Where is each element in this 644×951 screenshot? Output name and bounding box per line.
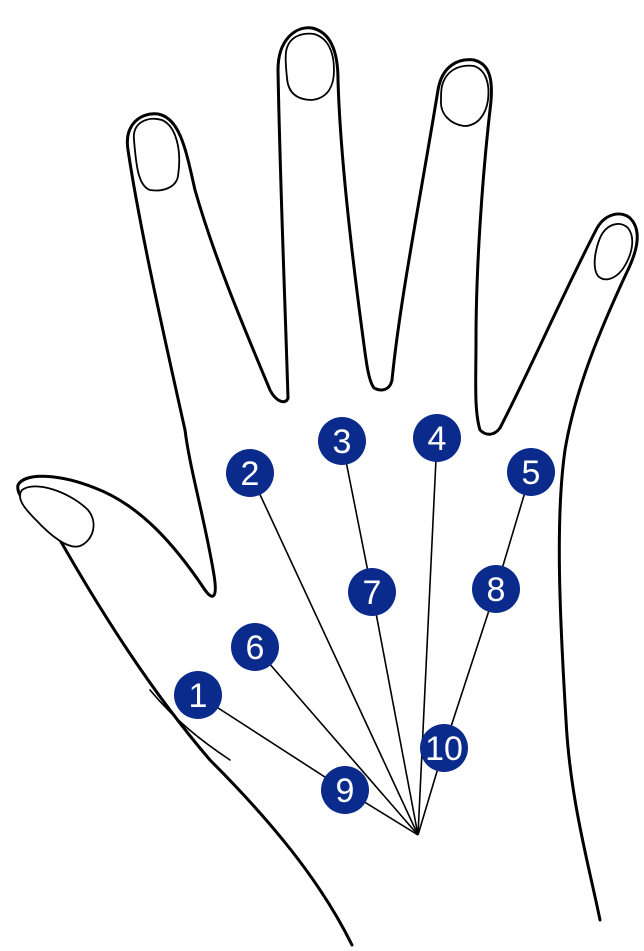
marker-8: 8 <box>472 565 520 613</box>
leader-line-7 <box>372 592 418 835</box>
leader-line-4 <box>418 438 437 835</box>
leader-line-1 <box>198 695 345 790</box>
ring-nail <box>441 66 489 126</box>
markers: 1 2 3 4 5 6 7 8 <box>174 414 555 814</box>
marker-9: 9 <box>321 766 369 814</box>
thumb-nail <box>20 486 94 546</box>
marker-7: 7 <box>348 568 396 616</box>
marker-1-label: 1 <box>189 677 208 715</box>
marker-9-label: 9 <box>336 772 355 810</box>
pinky-finger-outline <box>500 214 637 920</box>
marker-4-label: 4 <box>428 420 447 458</box>
marker-10: 10 <box>420 724 468 772</box>
marker-3: 3 <box>318 417 366 465</box>
marker-7-label: 7 <box>363 574 382 612</box>
marker-1: 1 <box>174 671 222 719</box>
index-nail <box>134 119 179 191</box>
marker-2-label: 2 <box>241 455 260 493</box>
marker-2: 2 <box>226 449 274 497</box>
middle-nail <box>286 34 334 100</box>
leader-line-8 <box>444 589 496 748</box>
marker-6-label: 6 <box>246 629 265 667</box>
thumb-web <box>185 430 215 596</box>
marker-4: 4 <box>413 414 461 462</box>
marker-5: 5 <box>507 448 555 496</box>
marker-10-label: 10 <box>425 730 463 768</box>
marker-5-label: 5 <box>522 454 541 492</box>
marker-6: 6 <box>231 623 279 671</box>
marker-8-label: 8 <box>487 571 506 609</box>
marker-3-label: 3 <box>333 423 352 461</box>
